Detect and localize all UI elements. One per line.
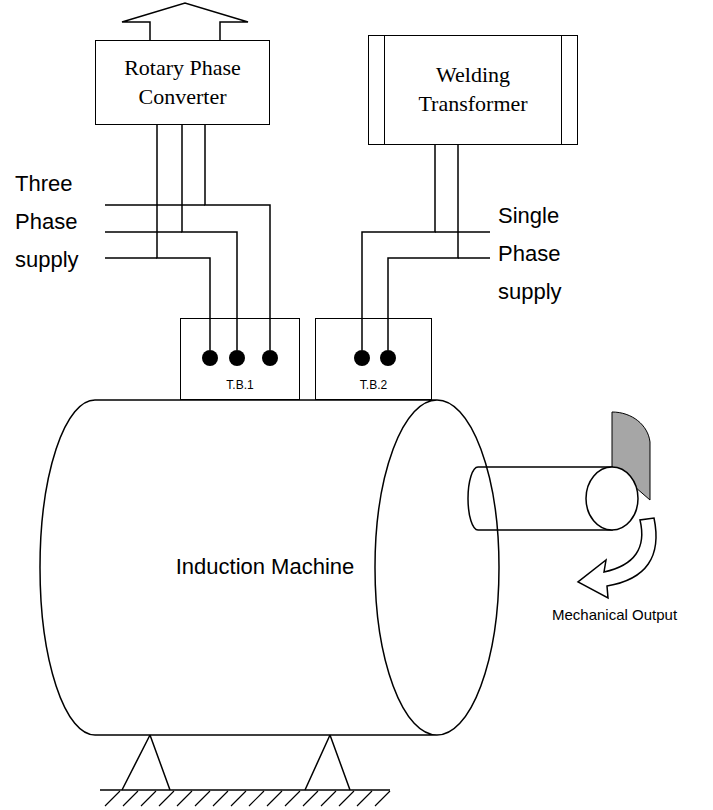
node-text: T.B.2	[360, 378, 387, 394]
terminal-box: T.B.2	[315, 318, 432, 400]
terminal-box: T.B.1	[180, 318, 300, 400]
ground-line	[100, 789, 390, 791]
terminal-dot	[229, 350, 245, 366]
wire-connector	[157, 125, 270, 318]
inner-line	[561, 36, 562, 144]
transformer-box: Welding Transformer	[368, 35, 578, 145]
node-text: Rotary Phase Converter	[104, 54, 261, 111]
node-text: T.B.1	[226, 378, 253, 394]
node-text: Induction Machine	[176, 553, 355, 582]
terminal-dot	[202, 350, 218, 366]
inner-line	[384, 36, 385, 144]
terminal-dot	[354, 350, 370, 366]
terminal-stub	[210, 318, 388, 350]
rotation-arrow	[578, 518, 656, 598]
wire-connector	[362, 145, 458, 318]
shaft-end	[586, 467, 638, 530]
terminal-dot	[380, 350, 396, 366]
machine-body: Induction Machine	[40, 400, 500, 735]
single-phase-supply-wire	[435, 232, 490, 258]
supply-label: Mechanical Output	[552, 606, 702, 624]
cylinder-outline	[40, 400, 499, 735]
converter-box: Rotary Phase Converter	[95, 40, 270, 125]
supply-label: Single Phase supply	[498, 197, 598, 311]
ground-hatching	[105, 791, 390, 806]
node-text: Welding Transformer	[393, 61, 553, 118]
output-arrow-up	[122, 3, 248, 40]
terminal-dot	[262, 350, 278, 366]
supply-label: Three Phase supply	[15, 165, 95, 279]
machine-foot	[122, 735, 350, 790]
